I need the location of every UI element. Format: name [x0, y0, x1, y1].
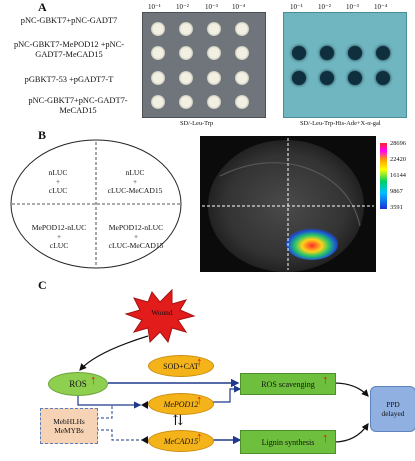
- quadrant-mepod12-nluc-cluc-mecad15: MePOD12-nLUC+cLUC-MeCAD15: [108, 223, 164, 250]
- panel-b-label: B: [38, 128, 47, 142]
- up-arrow-icon: ↑: [196, 354, 203, 369]
- plate2-caption: SD/-Leu-Trp-His-Ade+X-α-gal: [300, 120, 381, 127]
- quadrant-mepod12-nluc-cluc: MePOD12-nLUC+cLUC: [31, 223, 87, 250]
- up-arrow-icon: ↑: [196, 429, 203, 444]
- dilution-label: 10⁻¹: [290, 3, 303, 11]
- row-label: pNC-GBKT7+pNC-GADT7-MeCAD15: [28, 96, 128, 115]
- intensity-color-scale: [380, 143, 387, 209]
- dilution-label: 10⁻³: [346, 3, 359, 11]
- yeast-plate-selective: [283, 12, 407, 118]
- ros-scavenging-box: ROS scavenging: [240, 373, 336, 395]
- quadrant-nluc-cluc: nLUC+cLUC: [48, 168, 68, 195]
- wound-burst-shape: [124, 288, 196, 344]
- wound-label: Wound: [151, 307, 173, 317]
- lignin-synthesis-box: Lignin synthesis: [240, 430, 336, 454]
- row-label: pNC-GBKT7-MePOD12 +pNC-GADT7-MeCAD15: [13, 40, 125, 59]
- panel-c-label: C: [38, 278, 47, 292]
- scale-value: 22420: [390, 156, 406, 163]
- scale-value: 3591: [390, 204, 403, 211]
- dilution-label: 10⁻²: [318, 3, 331, 11]
- up-arrow-icon: ↑: [196, 392, 203, 407]
- plate1-caption: SD/-Leu-Trp: [180, 120, 214, 127]
- yeast-plate-sd-leu-trp: [142, 12, 266, 118]
- scale-value: 16144: [390, 172, 406, 179]
- scale-value: 28696: [390, 140, 406, 147]
- scale-value: 9867: [390, 188, 403, 195]
- dilution-label: 10⁻²: [176, 3, 189, 11]
- row-label: pGBKT7-53 +pGADT7-T: [24, 75, 114, 84]
- luciferase-image: [200, 136, 376, 272]
- dilution-label: 10⁻³: [205, 3, 218, 11]
- ros-node: ROS: [48, 372, 108, 396]
- row-label: pNC-GBKT7+pNC-GADT7: [20, 16, 118, 25]
- dilution-label: 10⁻¹: [148, 3, 161, 11]
- up-arrow-icon: ↑: [322, 372, 329, 387]
- up-arrow-icon: ↑: [322, 430, 329, 445]
- luciferase-layout-diagram: [10, 139, 182, 269]
- ppd-delayed-box: PPD delayed: [370, 386, 415, 432]
- regulators-box: MebHLHs MeMYBs: [40, 408, 98, 444]
- up-arrow-icon: ↑: [90, 372, 97, 387]
- sod-cat-node: SOD+CAT: [148, 355, 214, 377]
- dilution-label: 10⁻⁴: [232, 3, 246, 11]
- dilution-label: 10⁻⁴: [374, 3, 388, 11]
- quadrant-nluc-cluc-mecad15: nLUC+cLUC-MeCAD15: [107, 168, 163, 195]
- mepod12-node: MePOD12: [148, 393, 214, 415]
- panel-a-label: A: [38, 0, 47, 14]
- mecad15-node: MeCAD15: [148, 430, 214, 452]
- interaction-arrow-icon: ⇅: [172, 414, 184, 429]
